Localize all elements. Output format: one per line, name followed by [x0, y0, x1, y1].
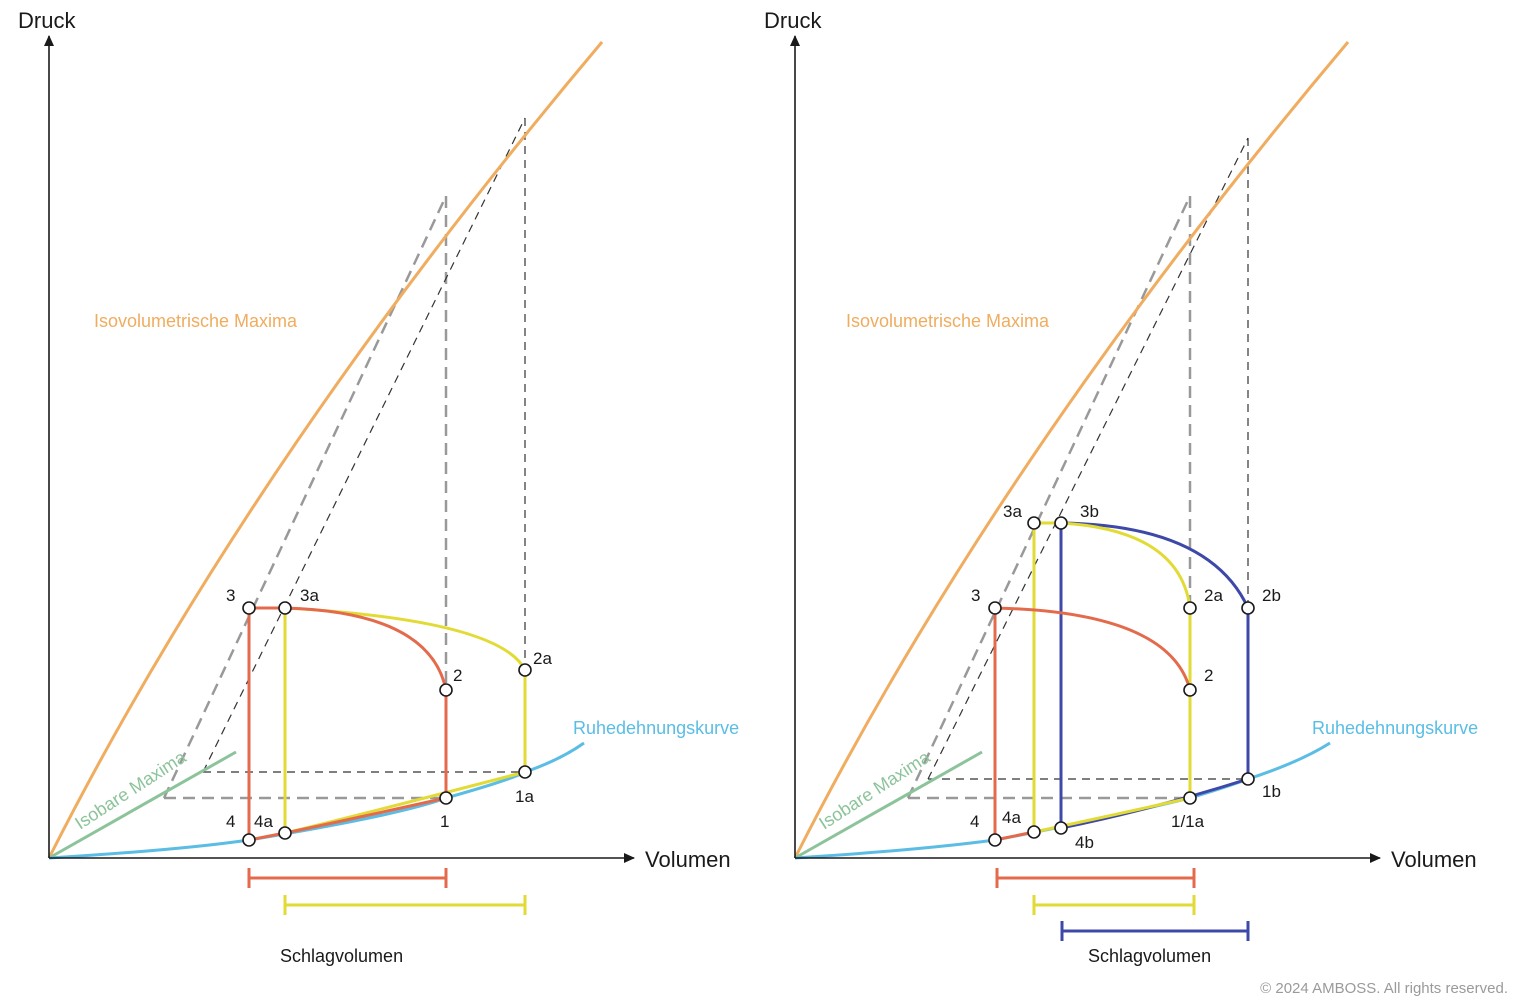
- left-isovolumetric-label: Isovolumetrische Maxima: [94, 311, 298, 331]
- right-label-3b: 3b: [1080, 502, 1099, 521]
- right-point-2: [1183, 683, 1197, 697]
- right-point-4a: [1027, 825, 1041, 839]
- left-point-4: [242, 833, 256, 847]
- left-loop-base: [247, 606, 448, 842]
- left-point-1a: [518, 765, 532, 779]
- right-point-3a: [1027, 516, 1041, 530]
- left-isobaric-curve: [48, 750, 237, 860]
- left-point-3a: [278, 601, 292, 615]
- left-stroke-volume-label: Schlagvolumen: [280, 946, 403, 966]
- right-label-4b: 4b: [1075, 833, 1094, 852]
- left-point-3: [242, 601, 256, 615]
- left-stroke-volume-a: [283, 895, 527, 915]
- right-guide-lines: [906, 137, 1249, 800]
- left-panel: Druck Volumen Isovolumetrische Maxima Is…: [18, 8, 739, 966]
- right-label-2: 2: [1204, 666, 1213, 685]
- left-label-3a: 3a: [300, 586, 319, 605]
- left-point-2: [439, 683, 453, 697]
- right-isobaric-curve: [794, 750, 983, 860]
- right-point-3b: [1054, 516, 1068, 530]
- right-label-3a: 3a: [1003, 502, 1022, 521]
- right-resting-label: Ruhedehnungskurve: [1312, 718, 1478, 738]
- right-label-3: 3: [971, 586, 980, 605]
- right-label-1-1a: 1/1a: [1171, 812, 1205, 831]
- left-point-4a: [278, 826, 292, 840]
- left-resting-label: Ruhedehnungskurve: [573, 718, 739, 738]
- right-point-3: [988, 601, 1002, 615]
- left-y-axis-label: Druck: [18, 8, 76, 33]
- right-stroke-volume-label: Schlagvolumen: [1088, 946, 1211, 966]
- left-label-1: 1: [440, 812, 449, 831]
- right-point-2b: [1241, 601, 1255, 615]
- right-isovolumetric-curve: [793, 41, 1350, 859]
- right-point-1-1a: [1183, 791, 1197, 805]
- left-label-3: 3: [226, 586, 235, 605]
- right-label-4a: 4a: [1002, 808, 1021, 827]
- right-isovolumetric-label: Isovolumetrische Maxima: [846, 311, 1050, 331]
- left-isovolumetric-curve: [47, 41, 604, 859]
- right-y-axis-label: Druck: [764, 8, 822, 33]
- right-stroke-volume-b: [1060, 921, 1250, 941]
- left-label-2a: 2a: [533, 649, 552, 668]
- left-points: [242, 601, 532, 847]
- right-stroke-volume-base: [995, 868, 1196, 888]
- left-label-4: 4: [226, 812, 235, 831]
- left-guide-lines: [162, 117, 526, 800]
- left-x-axis-label: Volumen: [645, 847, 731, 872]
- left-isobaric-label: Isobare Maxima: [71, 746, 190, 833]
- right-label-4: 4: [970, 812, 979, 831]
- right-panel: Druck Volumen Isovolumetrische Maxima Is…: [764, 8, 1478, 966]
- left-label-2: 2: [453, 666, 462, 685]
- right-label-1b: 1b: [1262, 782, 1281, 801]
- right-point-1b: [1241, 772, 1255, 786]
- right-points: [988, 516, 1255, 847]
- copyright-notice: © 2024 AMBOSS. All rights reserved.: [1260, 980, 1508, 997]
- right-loop-b: [1059, 521, 1250, 830]
- right-stroke-volume-a: [1032, 895, 1196, 915]
- right-loop-a: [1032, 521, 1192, 834]
- right-point-2a: [1183, 601, 1197, 615]
- right-x-axis-label: Volumen: [1391, 847, 1477, 872]
- left-point-2a: [518, 663, 532, 677]
- left-point-1: [439, 791, 453, 805]
- right-label-2b: 2b: [1262, 586, 1281, 605]
- left-label-4a: 4a: [254, 812, 273, 831]
- right-point-4: [988, 833, 1002, 847]
- right-label-2a: 2a: [1204, 586, 1223, 605]
- left-label-1a: 1a: [515, 787, 534, 806]
- right-point-4b: [1054, 821, 1068, 835]
- left-stroke-volume-base: [247, 868, 448, 888]
